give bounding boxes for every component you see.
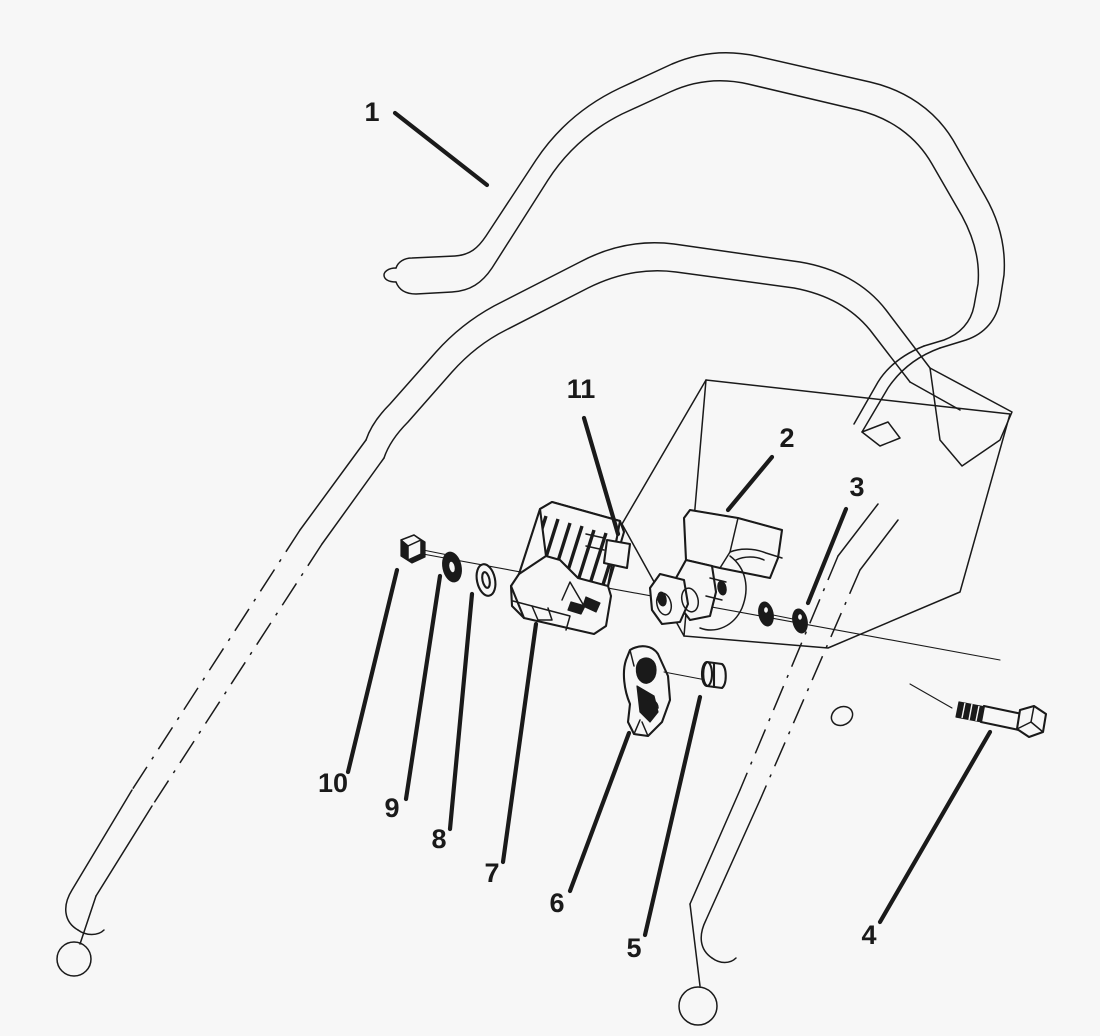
cam-lever-part	[622, 645, 707, 738]
callout-label-9: 9	[384, 793, 399, 823]
leader-8	[447, 591, 475, 832]
callout-label-10: 10	[318, 768, 348, 798]
callout-label-11: 11	[567, 374, 596, 404]
hex-bolt-part	[909, 683, 1048, 739]
leader-11	[581, 415, 621, 537]
callout-label-2: 2	[779, 423, 794, 453]
instruction-plate-part	[602, 538, 632, 570]
leader-9	[403, 573, 443, 802]
control-bracket-part	[648, 508, 784, 631]
hex-nut-part	[400, 534, 426, 564]
callout-label-3: 3	[849, 472, 864, 502]
callout-label-8: 8	[431, 824, 446, 854]
lock-nut-small-part	[758, 601, 808, 634]
leader-7	[500, 621, 539, 865]
leader-1	[392, 110, 490, 188]
leader-6	[567, 730, 632, 894]
callout-label-5: 5	[626, 933, 641, 963]
control-lever-grip-part	[509, 500, 626, 636]
callout-label-4: 4	[861, 920, 876, 950]
callout-numbers: 1 11 2 3 10 9 8 7 6 5 4	[318, 97, 877, 963]
callout-label-1: 1	[364, 97, 379, 127]
flat-washer-part	[475, 563, 497, 597]
lock-washer-part	[442, 551, 462, 583]
leader-4	[877, 729, 993, 925]
callout-leaders	[345, 110, 993, 938]
bushing-part	[700, 660, 727, 690]
leader-10	[345, 567, 400, 775]
callout-label-6: 6	[549, 888, 564, 918]
leader-5	[642, 694, 703, 938]
upper-handle-bar	[383, 52, 1006, 447]
leader-2	[725, 454, 775, 513]
leader-3	[805, 506, 849, 606]
lower-handle-bars	[56, 242, 1013, 1026]
callout-label-7: 7	[484, 858, 499, 888]
